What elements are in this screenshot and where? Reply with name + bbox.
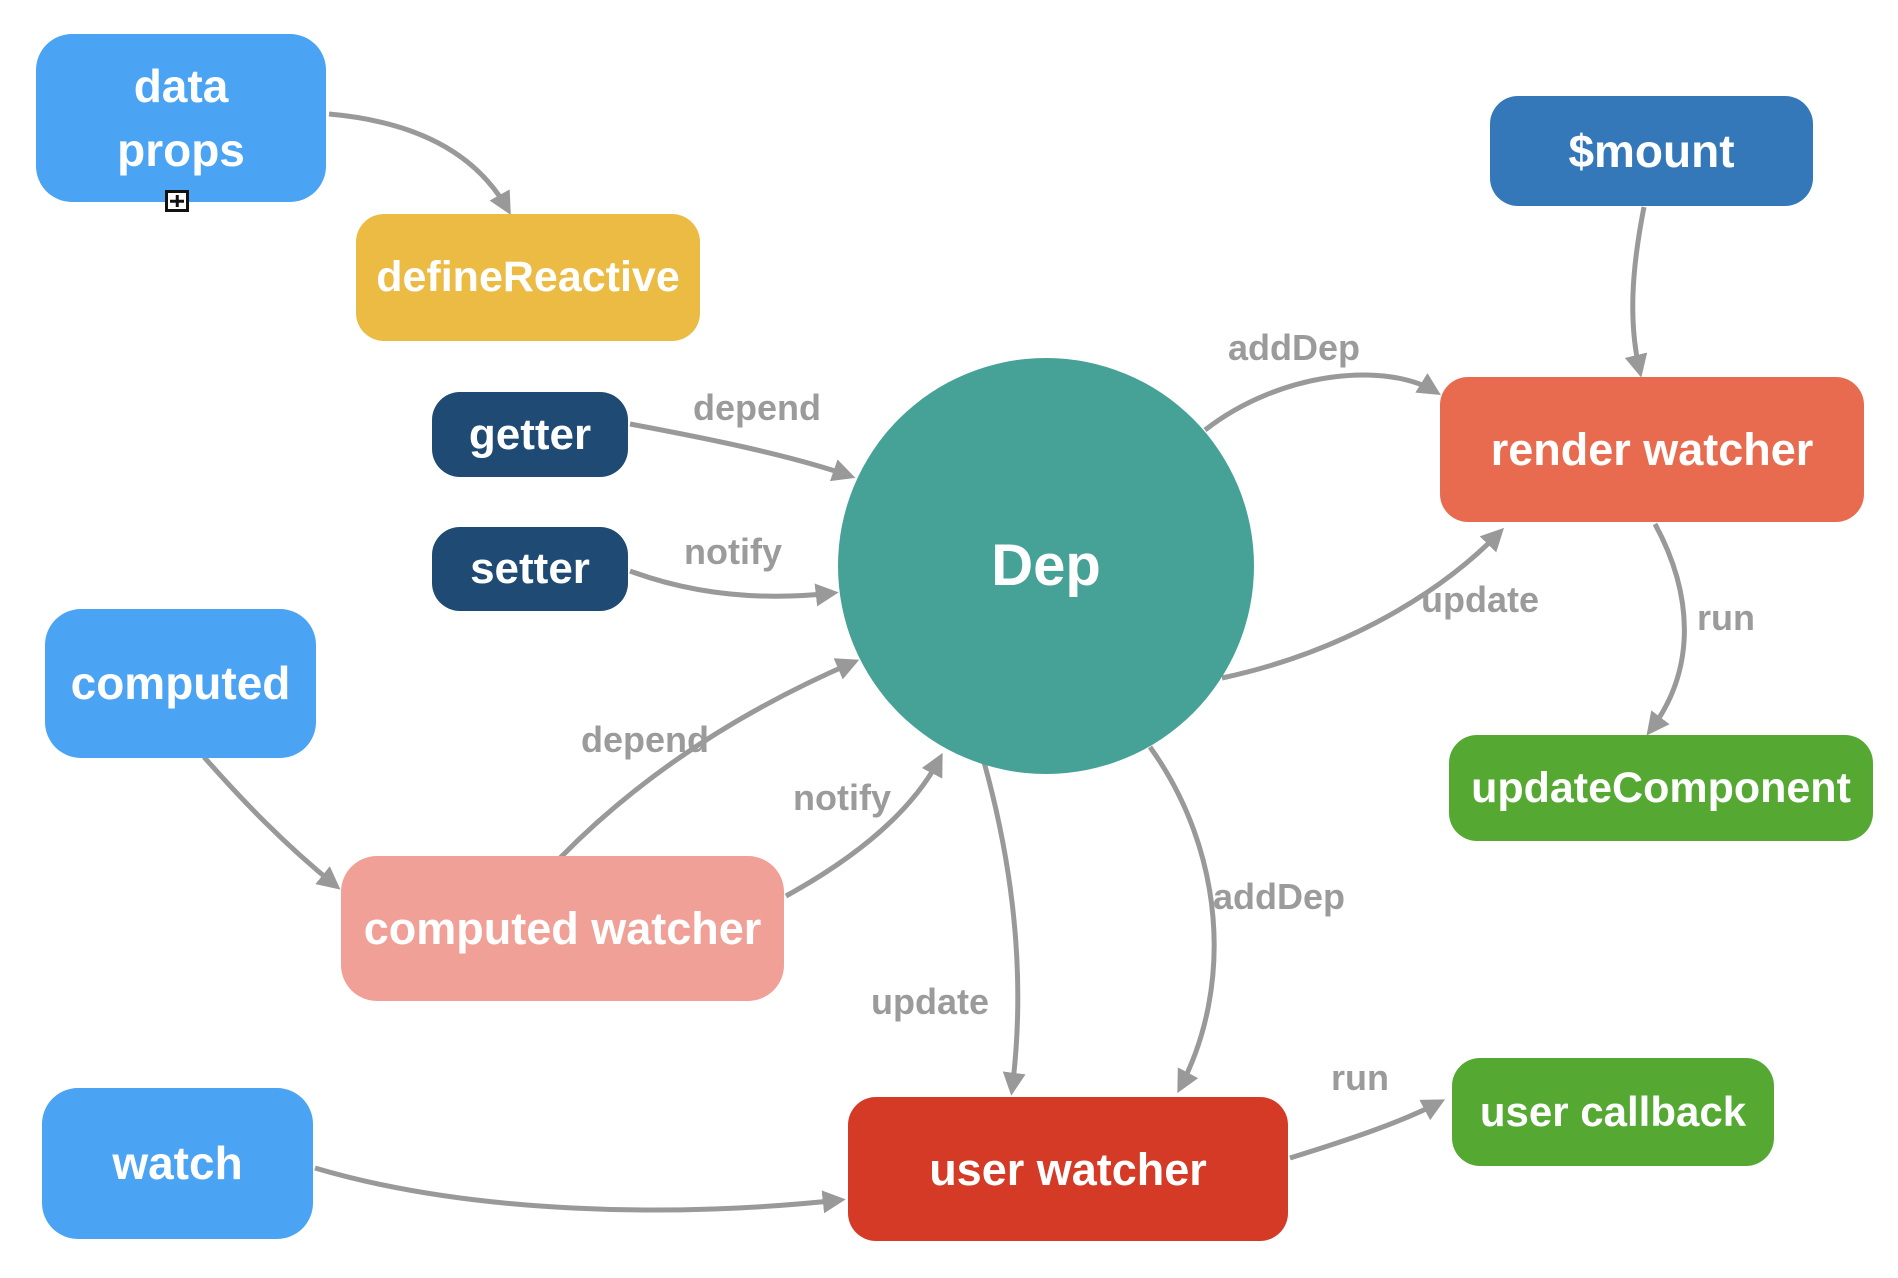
node-define-reactive[interactable]: defineReactive [356, 214, 700, 341]
edge-dep-to-render-watcher-adddep [1203, 372, 1441, 432]
edge-mount-to-render-watcher [1624, 206, 1648, 378]
node-user-watcher[interactable]: user watcher [848, 1097, 1288, 1241]
edge-label-user-update: update [870, 981, 990, 1022]
edge-setter-to-dep [629, 568, 839, 607]
edge-user-watcher-to-user-callback [1289, 1099, 1446, 1161]
edge-label-render-adddep: addDep [1227, 327, 1361, 368]
edge-dataprops-to-definereactive [328, 111, 511, 216]
node-watch[interactable]: watch [42, 1088, 313, 1239]
edge-getter-to-dep [629, 421, 856, 482]
node-mount[interactable]: $mount [1490, 96, 1813, 206]
edge-dep-to-render-watcher-update [1221, 527, 1505, 681]
node-setter[interactable]: setter [432, 527, 628, 611]
plus-expand-icon[interactable] [165, 190, 189, 212]
edge-label-render-run: run [1697, 597, 1755, 638]
edge-render-watcher-to-update-component [1646, 522, 1687, 736]
node-dep[interactable]: Dep [838, 358, 1254, 774]
node-user-callback[interactable]: user callback [1452, 1058, 1774, 1166]
edge-dep-to-user-watcher-adddep [1147, 745, 1217, 1094]
edge-computed-to-computed-watcher [202, 755, 341, 890]
edge-computed-watcher-to-dep-notify [784, 752, 943, 899]
edge-label-getter-depend: depend [692, 387, 822, 428]
node-data-props[interactable]: data props [36, 34, 326, 202]
edge-computed-watcher-to-dep-depend [558, 658, 860, 860]
node-update-component[interactable]: updateComponent [1449, 735, 1873, 841]
edge-label-setter-notify: notify [684, 531, 782, 572]
node-computed[interactable]: computed [45, 609, 316, 758]
edge-watch-to-user-watcher [314, 1165, 846, 1214]
edge-label-computed-watcher-notify: notify [793, 777, 891, 818]
node-computed-watcher[interactable]: computed watcher [341, 856, 784, 1001]
node-getter[interactable]: getter [432, 392, 628, 477]
node-render-watcher[interactable]: render watcher [1440, 377, 1864, 522]
edge-label-computed-watcher-depend: depend [580, 719, 710, 760]
edge-label-user-run: run [1331, 1057, 1389, 1098]
edge-label-user-adddep: addDep [1212, 876, 1346, 917]
edge-dep-to-user-watcher-update [981, 761, 1026, 1096]
edge-label-render-update: update [1420, 579, 1540, 620]
